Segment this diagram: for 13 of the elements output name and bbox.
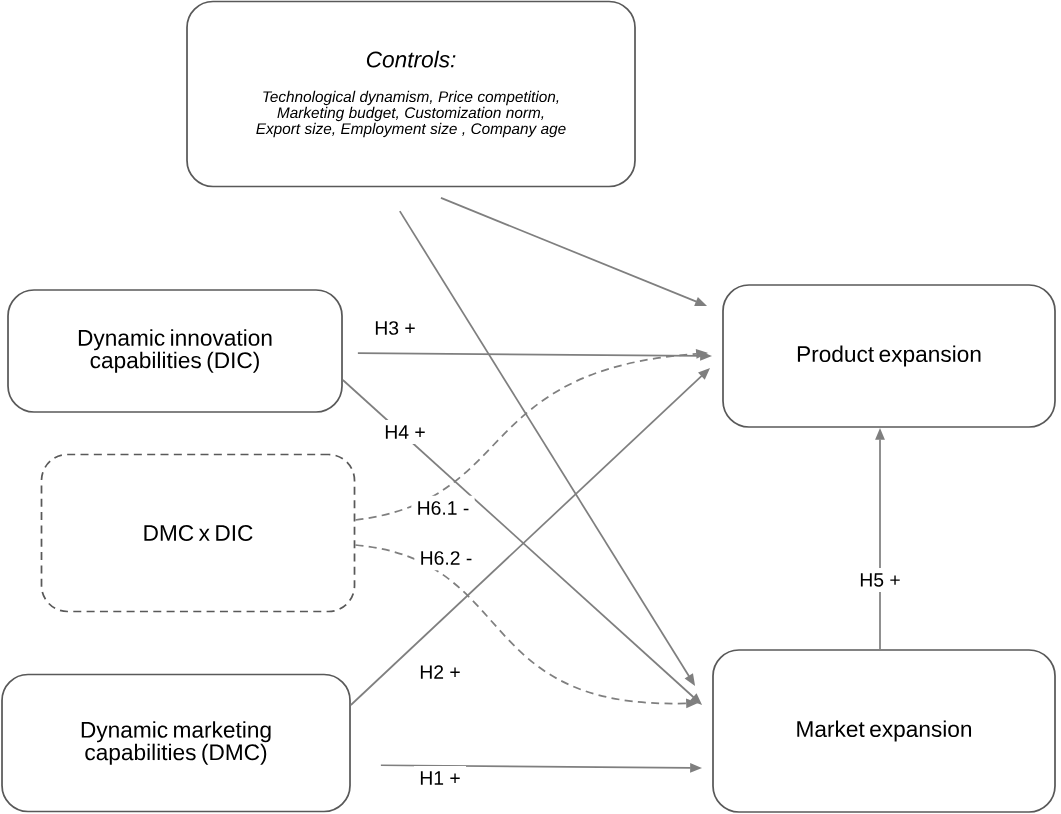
edge-label: H3 + bbox=[369, 315, 422, 341]
edge-label: H1 + bbox=[414, 766, 467, 790]
process-box: Dynamic innovation capabilities (DIC) bbox=[7, 289, 343, 413]
edge-label: H5 + bbox=[854, 567, 906, 593]
edge-label: H6.2 - bbox=[414, 545, 478, 571]
edge-label: H4 + bbox=[379, 420, 432, 444]
process-box: DMC x DIC bbox=[40, 453, 356, 613]
edge-label: H6.1 - bbox=[411, 495, 475, 521]
edge-label: H2 + bbox=[414, 659, 467, 685]
process-box: Market expansion bbox=[712, 649, 1056, 813]
process-box: Product expansion bbox=[722, 284, 1056, 428]
process-box: Controls: Technological dynamism, Price competition, Marketing budget, Customization norm, Export size, Employment size , Company age bbox=[186, 0, 636, 188]
process-box: Dynamic marketing capabilities (DMC) bbox=[1, 673, 351, 813]
